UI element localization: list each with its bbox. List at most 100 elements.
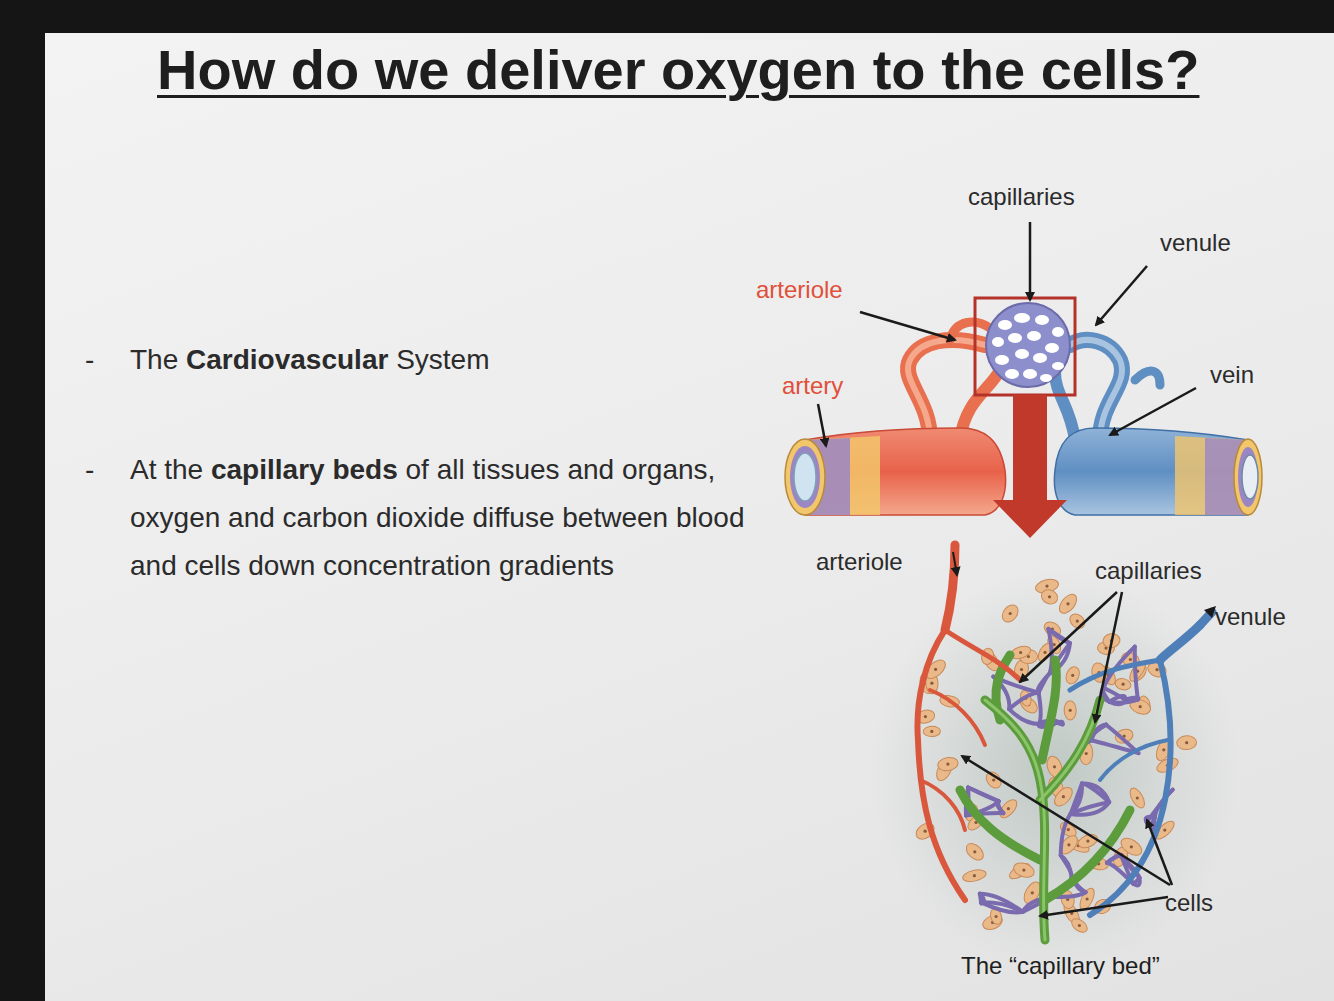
leader-line xyxy=(1110,388,1196,435)
word: dioxide xyxy=(376,502,465,533)
word: and xyxy=(567,454,614,485)
cell-nucleus xyxy=(1062,795,1065,798)
cell-body xyxy=(962,868,988,884)
cell-nucleus xyxy=(1043,651,1046,654)
cell-nucleus xyxy=(1155,668,1158,671)
cell-body xyxy=(997,797,1020,821)
flow-arrow xyxy=(953,552,957,575)
bullet-text: The Cardiovascular System xyxy=(130,343,490,377)
word: The xyxy=(130,344,178,375)
capillary xyxy=(1039,693,1041,724)
capillary xyxy=(1109,700,1125,705)
arteriole-vessel xyxy=(917,545,1020,900)
capillary xyxy=(1071,784,1082,814)
part-label: cells xyxy=(1165,889,1213,918)
cell-nucleus xyxy=(930,682,933,685)
capillary xyxy=(1061,855,1072,877)
leader-line xyxy=(1096,266,1147,325)
lymph-vessels xyxy=(960,655,1130,940)
cell-nucleus xyxy=(973,874,976,877)
cell-nucleus xyxy=(924,830,927,833)
tissue-cell xyxy=(1039,587,1060,606)
leader-line xyxy=(860,312,955,340)
venule-vessel xyxy=(1070,625,1200,915)
artery-opening xyxy=(790,446,820,508)
cell-nucleus xyxy=(1129,658,1132,661)
cell-nucleus xyxy=(1163,829,1166,832)
tissue-cell xyxy=(937,756,959,772)
word: cells xyxy=(185,550,241,581)
cell-body xyxy=(1069,916,1089,935)
capillary xyxy=(981,902,1023,912)
cell-nucleus xyxy=(1020,668,1023,671)
capillary xyxy=(1048,629,1070,643)
cell-nucleus xyxy=(1139,705,1142,708)
capillary-network xyxy=(986,303,1070,387)
tissue-shadow xyxy=(870,570,1240,970)
vein-opening xyxy=(1234,439,1262,515)
tissue-cell xyxy=(1012,860,1036,879)
capillary-mesh xyxy=(966,629,1173,913)
part-label: venule xyxy=(1160,229,1231,258)
tissue-cell xyxy=(1069,916,1089,935)
leader-line xyxy=(1020,592,1117,682)
cell-nucleus xyxy=(1122,683,1125,686)
leader-line xyxy=(1147,820,1172,885)
leader-line xyxy=(1029,222,1032,300)
part-label: capillaries xyxy=(968,183,1075,212)
cell-body xyxy=(999,602,1021,625)
cell-nucleus xyxy=(1130,845,1133,848)
word: and xyxy=(130,550,177,581)
slide-title: How do we deliver oxygen to the cells? xyxy=(157,36,1199,103)
cell-nucleus xyxy=(1067,828,1070,831)
venule-vessel xyxy=(1135,371,1160,385)
tissue-cell xyxy=(1114,677,1132,692)
capillary xyxy=(1009,693,1038,710)
cell-nucleus xyxy=(1162,748,1165,751)
word: all xyxy=(437,454,465,485)
capillary xyxy=(1104,688,1126,700)
capillary xyxy=(1061,855,1072,877)
leader-line xyxy=(1040,897,1168,916)
cell-nucleus xyxy=(992,778,995,781)
cell-body xyxy=(1039,587,1060,606)
artery-lumen xyxy=(794,453,816,501)
artery-tube xyxy=(805,428,1006,515)
word: between xyxy=(562,502,668,533)
capillary xyxy=(1071,802,1110,815)
capillary-bed-illustration xyxy=(870,545,1240,970)
cell-nucleus xyxy=(1078,924,1081,927)
cell-nucleus xyxy=(924,715,927,718)
word: tissues xyxy=(472,454,559,485)
cell-body xyxy=(963,840,986,863)
word: oxygen xyxy=(130,502,220,533)
cell-nucleus xyxy=(1066,602,1069,605)
cell-nucleus xyxy=(995,915,998,918)
zoom-arrow xyxy=(1013,395,1047,500)
capillary xyxy=(1082,784,1109,803)
figure-caption: The “capillary bed” xyxy=(961,952,1160,981)
cell-nucleus xyxy=(1067,843,1070,846)
part-label: artery xyxy=(782,372,843,401)
arteriole-vessel xyxy=(908,340,985,440)
word: concentration xyxy=(323,550,491,581)
capillary xyxy=(980,894,1023,912)
capillary xyxy=(981,902,1023,912)
word: blood xyxy=(676,502,745,533)
word: Cardiovascular xyxy=(186,344,388,375)
part-label: arteriole xyxy=(816,548,903,577)
cell-nucleus xyxy=(946,763,949,766)
word: down xyxy=(248,550,315,581)
capillary-holes xyxy=(992,313,1064,382)
venule-vessel xyxy=(1055,372,1075,440)
part-label: capillaries xyxy=(1095,557,1202,586)
tissue-cell xyxy=(923,726,940,737)
cell-nucleus xyxy=(1007,807,1010,810)
cell-nucleus xyxy=(930,730,933,733)
cell-nucleus xyxy=(934,668,937,671)
cell-nucleus xyxy=(1071,674,1074,677)
capillary xyxy=(1135,647,1138,700)
arteriole-vessel xyxy=(950,322,990,340)
vein-lumen xyxy=(1242,455,1258,499)
